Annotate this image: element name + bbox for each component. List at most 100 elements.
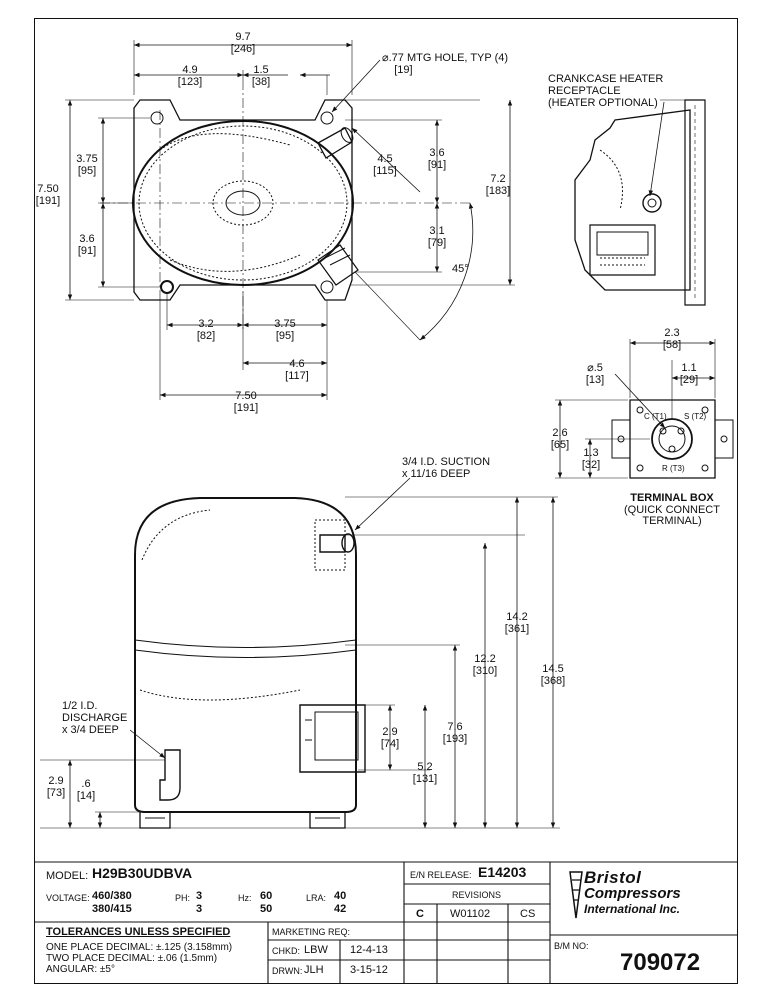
dim-value: 2.9: [382, 726, 398, 738]
dim-value: 1.3: [583, 447, 599, 459]
heater-view: [574, 99, 706, 306]
dim-metric: [191]: [233, 402, 259, 414]
tolerance-line: ONE PLACE DECIMAL: ±.125 (3.158mm): [46, 942, 233, 953]
dim-tbox-height: 2.6[65]: [551, 427, 569, 451]
dim-value: 5.2: [417, 761, 433, 773]
dim-metric: [368]: [540, 675, 566, 687]
mtg-hole-metric: [19]: [394, 64, 413, 76]
tolerance-line: TWO PLACE DECIMAL: ±.06 (1.5mm): [46, 953, 218, 964]
drwn-date: 3-15-12: [350, 964, 388, 976]
dim-metric: [79]: [427, 237, 447, 249]
dim-metric: [131]: [412, 773, 438, 785]
dim-value: 7.50: [37, 183, 59, 195]
dim-width-overall: 9.7[246]: [231, 31, 255, 55]
terminal-box-title: TERMINAL BOX: [630, 492, 714, 504]
drawing-frame: [34, 18, 738, 984]
dim-tbox-width: 2.3[58]: [663, 327, 681, 351]
chkd-date: 12-4-13: [350, 944, 388, 956]
dim-metric: [123]: [177, 76, 203, 88]
heater-line: RECEPTACLE: [548, 85, 621, 97]
dim-value: 2.9: [48, 775, 64, 787]
dim-metric: [38]: [251, 76, 271, 88]
terminal-box-view: [555, 339, 734, 479]
dim-height-overall-left: 7.50[191]: [36, 183, 60, 207]
dim-value: 3.6: [429, 147, 445, 159]
lra-2: 42: [334, 903, 347, 915]
side-view: [40, 477, 560, 829]
logo-mark-icon: [569, 871, 583, 919]
marketing-label: MARKETING REQ:: [272, 927, 351, 937]
dim-value: 7.6: [447, 721, 463, 733]
hz-2: 50: [260, 903, 273, 915]
dim-h-12-2: 12.2[310]: [473, 653, 497, 677]
tolerances-heading: TOLERANCES UNLESS SPECIFIED: [46, 926, 231, 938]
rev-letter: C: [416, 908, 424, 920]
bristol-logo: Bristol Compressors International Inc.: [566, 868, 716, 928]
dim-value: .6: [81, 778, 91, 790]
mtg-hole-text: ⌀.77 MTG HOLE, TYP (4): [382, 52, 509, 64]
suction-line: 3/4 I.D. SUCTION: [402, 456, 491, 468]
discharge-line: 1/2 I.D.: [62, 700, 98, 712]
dim-metric: [58]: [662, 339, 682, 351]
dim-value: 3.75: [76, 153, 98, 165]
dim-bottom-b: 3.75[95]: [274, 318, 295, 342]
discharge-line: DISCHARGE: [62, 712, 128, 724]
drwn-label: DRWN:: [272, 966, 303, 976]
discharge-line: x 3/4 DEEP: [62, 724, 119, 736]
mtg-hole-note: ⌀.77 MTG HOLE, TYP (4) [19]: [382, 52, 508, 76]
dim-value: 9.7: [235, 31, 251, 43]
dim-value: 3.6: [79, 233, 95, 245]
dim-value: 14.2: [506, 611, 528, 623]
dim-metric: [29]: [679, 374, 699, 386]
suction-line: x 11/16 DEEP: [402, 468, 471, 480]
angle-label: 45°: [452, 263, 469, 275]
en-release-label: E/N RELEASE:: [410, 870, 472, 880]
dim-metric: [91]: [427, 159, 447, 171]
voltage-1: 460/380: [92, 890, 132, 902]
dim-value: 1.5: [253, 64, 269, 76]
dim-metric: [115]: [373, 165, 397, 177]
dim-value: 4.6: [289, 358, 305, 370]
dim-h-0-6: .6[14]: [77, 778, 95, 802]
dim-bottom-a: 3.2[82]: [197, 318, 215, 342]
dim-tbox-half: 1.3[32]: [582, 447, 600, 471]
hz-label: Hz:: [238, 893, 252, 903]
dim-tbox-offset: 1.1[29]: [680, 362, 698, 386]
dim-metric: [310]: [472, 665, 498, 677]
dim-height-upper-right: 3.6[91]: [428, 147, 446, 171]
model-label: MODEL:: [46, 870, 89, 882]
en-release-value: E14203: [478, 864, 527, 880]
dim-value: 7.50: [235, 390, 257, 402]
hz-1: 60: [260, 890, 273, 902]
dim-metric: [191]: [35, 195, 61, 207]
dim-h-14-5: 14.5[368]: [541, 663, 565, 687]
dim-width-offset: 1.5[38]: [252, 64, 270, 88]
logo-line-3: International Inc.: [584, 902, 681, 916]
dim-value: 12.2: [474, 653, 496, 665]
dim-height-upper-left: 3.75[95]: [76, 153, 97, 177]
dim-h-7-6: 7.6[193]: [443, 721, 467, 745]
dim-metric: [91]: [77, 245, 97, 257]
dim-metric: [14]: [76, 790, 96, 802]
lra-label: LRA:: [306, 893, 327, 903]
dim-value: ⌀.5: [587, 362, 603, 374]
dim-metric: [95]: [275, 330, 295, 342]
dim-value: 2.3: [664, 327, 680, 339]
dim-value: 7.2: [490, 173, 506, 185]
voltage-label: VOLTAGE:: [46, 893, 90, 903]
model-number: H29B30UDBVA: [92, 865, 193, 881]
ph-label: PH:: [175, 893, 191, 903]
dim-value: 3.75: [274, 318, 296, 330]
tolerance-line: ANGULAR: ±5°: [46, 964, 115, 975]
dim-metric: [361]: [504, 623, 530, 635]
dim-value: 1.1: [681, 362, 697, 374]
top-view: [65, 40, 515, 400]
chkd-value: LBW: [304, 944, 328, 956]
dim-metric: [246]: [230, 43, 256, 55]
